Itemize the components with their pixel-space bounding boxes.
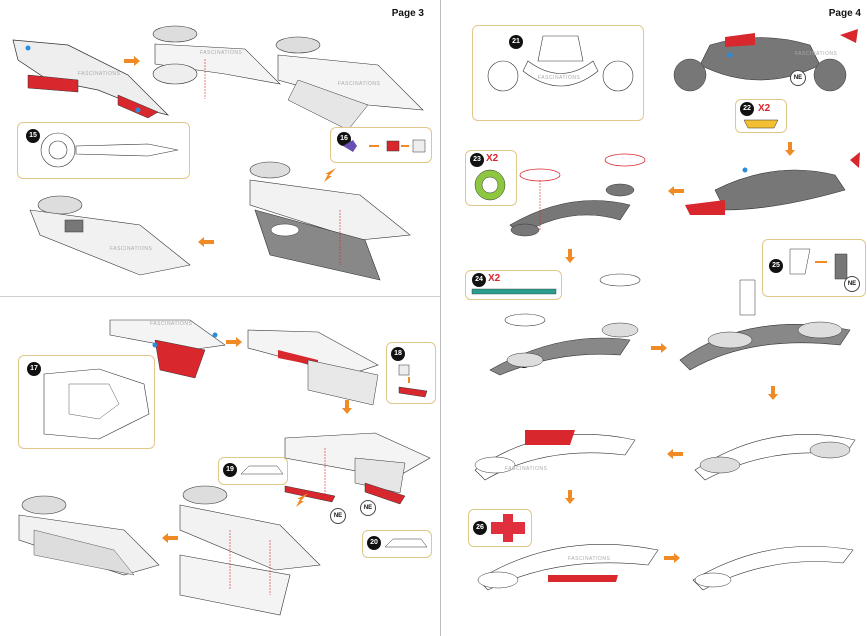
model-illustration (247, 329, 379, 406)
instruction-page-3: Page 3 (391, 8, 424, 19)
callout-step-15: 15 (17, 122, 190, 179)
model-illustration (179, 485, 321, 616)
step-arrow (162, 533, 178, 543)
callout-step-21: 21 FASCINATIONS (472, 25, 644, 121)
step-badge: 24 (472, 273, 486, 287)
callout-step-17: 17 (18, 355, 155, 449)
quantity-label: X2 (486, 153, 499, 164)
ne-marker: NE (360, 500, 376, 516)
watermark: FASCINATIONS (338, 81, 380, 87)
callout-step-19: 19 (218, 457, 288, 485)
step-arrow (768, 386, 778, 400)
part-illustration (284, 485, 336, 503)
part-diagram (474, 169, 506, 201)
callout-step-16: 16 (330, 127, 432, 163)
model-illustration (692, 546, 854, 591)
step-badge: 18 (391, 347, 405, 361)
part-diagram (398, 364, 428, 398)
part-diagram (384, 538, 428, 548)
callout-step-22: 22 X2 (735, 99, 787, 133)
page-number: Page 3 (391, 8, 424, 19)
step-badge: 21 (509, 35, 523, 49)
model-illustration: FASCINATIONS (109, 319, 226, 379)
step-badge: 16 (337, 132, 351, 146)
model-illustration: FASCINATIONS (152, 25, 281, 99)
step-arrow (324, 168, 336, 182)
step-arrow (565, 490, 575, 504)
callout-step-26: 26 (468, 509, 532, 547)
step-arrow (226, 337, 242, 347)
part-diagram (789, 248, 848, 280)
callout-step-23: 23 X2 (465, 150, 517, 206)
page-number: Page 4 (828, 8, 861, 19)
model-illustration: FASCINATIONS (673, 29, 858, 92)
model-illustration: FASCINATIONS (474, 430, 636, 481)
callout-step-20: 20 (362, 530, 432, 558)
quantity-label: X2 (758, 103, 771, 114)
step-badge: 26 (473, 521, 487, 535)
section-divider (0, 296, 440, 297)
watermark: FASCINATIONS (200, 50, 242, 56)
model-illustration (694, 433, 856, 481)
model-illustration: FASCINATIONS (12, 39, 170, 119)
step-arrow (342, 400, 352, 414)
part-illustration (364, 482, 406, 505)
part-diagram (743, 119, 779, 129)
callout-step-24: 24 X2 (465, 270, 562, 300)
watermark: FASCINATIONS (795, 51, 837, 57)
step-arrow (296, 493, 308, 507)
page-divider (440, 0, 441, 636)
ne-marker: NE (844, 276, 860, 292)
watermark: FASCINATIONS (78, 71, 120, 77)
part-diagram (471, 288, 557, 295)
ne-marker: NE (790, 70, 806, 86)
part-diagram (40, 132, 179, 168)
step-arrow (667, 449, 683, 459)
instruction-page-4: Page 4 (442, 0, 867, 636)
model-illustration (249, 161, 411, 281)
step-badge: 17 (27, 362, 41, 376)
part-diagram (240, 465, 284, 475)
model-illustration: FASCINATIONS (477, 543, 659, 591)
watermark: FASCINATIONS (150, 321, 192, 327)
step-badge: 15 (26, 129, 40, 143)
step-arrow (124, 56, 140, 66)
ne-marker: NE (330, 508, 346, 524)
step-arrow (668, 186, 684, 196)
model-illustration (18, 495, 160, 576)
watermark: FASCINATIONS (110, 246, 152, 252)
part-diagram (491, 514, 525, 542)
model-illustration: FASCINATIONS (275, 36, 424, 131)
model-illustration: FASCINATIONS (29, 195, 191, 276)
part-diagram (43, 368, 150, 440)
step-arrow (651, 343, 667, 353)
quantity-label: X2 (488, 273, 501, 284)
part-diagram (343, 139, 426, 153)
watermark: FASCINATIONS (538, 75, 580, 81)
step-badge: 20 (367, 536, 381, 550)
step-badge: 25 (769, 259, 783, 273)
callout-step-18: 18 (386, 342, 436, 404)
watermark: FASCINATIONS (568, 556, 610, 562)
step-arrow (664, 553, 680, 563)
model-illustration (509, 153, 646, 237)
part-diagram: FASCINATIONS (487, 35, 634, 92)
step-badge: 22 (740, 102, 754, 116)
step-arrow (198, 237, 214, 247)
step-arrow (785, 142, 795, 156)
step-badge: 19 (223, 463, 237, 477)
model-illustration (489, 273, 641, 376)
step-arrow (565, 249, 575, 263)
watermark: FASCINATIONS (505, 466, 547, 472)
model-illustration (685, 152, 860, 215)
model-illustration (679, 279, 851, 371)
step-badge: 23 (470, 153, 484, 167)
